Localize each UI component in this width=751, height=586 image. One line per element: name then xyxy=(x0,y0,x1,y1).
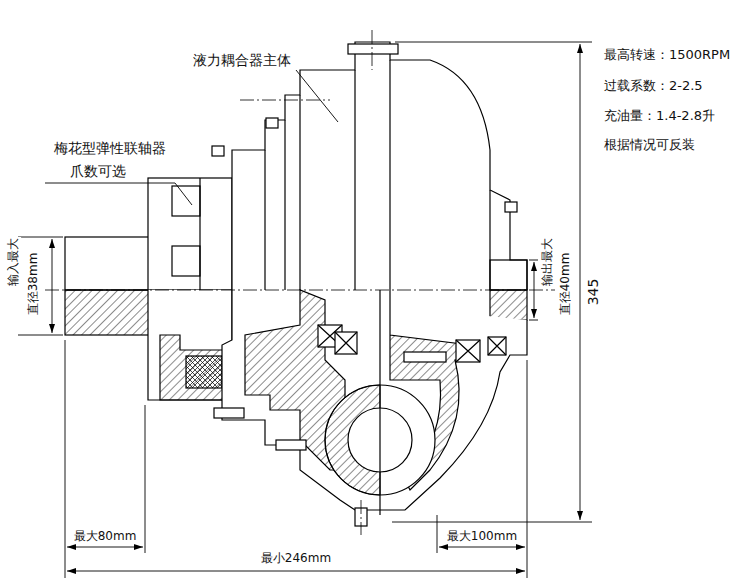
spec-note: 根据情况可反装 xyxy=(603,138,696,153)
dimension-text: 直径40mm xyxy=(559,252,573,317)
dimension-text: 最小246mm xyxy=(260,552,332,566)
part-note: 爪数可选 xyxy=(69,163,127,179)
dimension-text: 输入最大 xyxy=(7,237,21,287)
spec-note: 过载系数：2-2.5 xyxy=(603,79,704,94)
dimension-text: 345 xyxy=(585,278,601,307)
dimension-text: 输出最大 xyxy=(541,237,555,287)
part-name: 梅花型弹性联轴器 xyxy=(53,140,167,156)
dimension-text: 直径38mm xyxy=(27,252,41,317)
dimension-text: 最大80mm xyxy=(73,530,138,544)
dimension-text: 最大100mm xyxy=(446,530,518,544)
spec-note: 最高转速：1500RPM xyxy=(603,48,731,63)
spec-note: 充油量：1.4-2.8升 xyxy=(603,109,716,124)
part-name: 液力耦合器主体 xyxy=(192,52,292,68)
